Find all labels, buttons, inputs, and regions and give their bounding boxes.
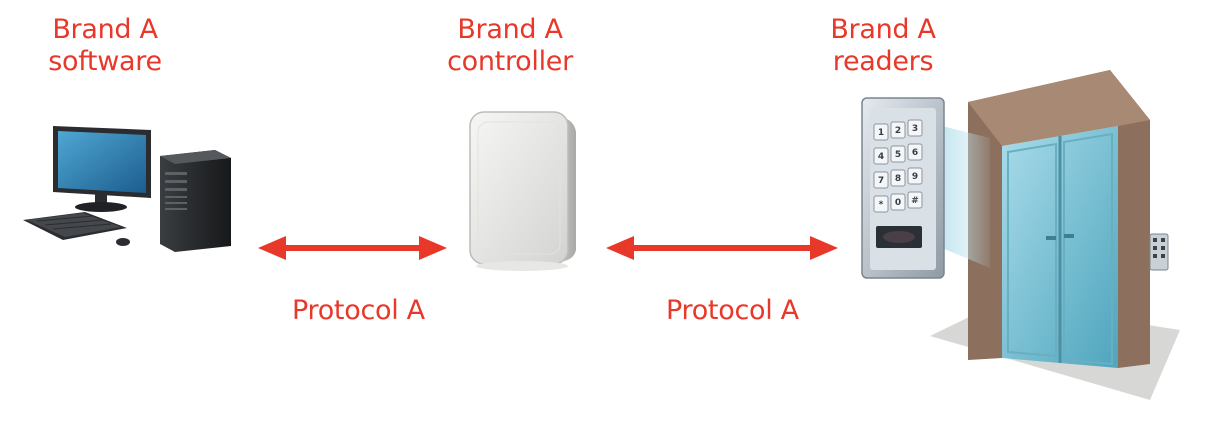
keypad-reader-door-icon: 1 2 3 4 5 6 7 8 9 * 0 # <box>861 70 1180 400</box>
controller-box-icon <box>469 111 576 271</box>
keypad-key-label: 2 <box>895 126 901 136</box>
readers-label-line2: readers <box>832 46 934 77</box>
keypad-key-label: 6 <box>912 148 918 158</box>
keypad-key-label: 7 <box>878 176 884 186</box>
keypad-keys <box>873 119 923 213</box>
keypad-key-label: 4 <box>878 152 884 162</box>
controller-label-line2: controller <box>447 46 573 77</box>
keypad-key-label: 8 <box>895 174 901 184</box>
readers-label: Brand A readers <box>808 14 958 78</box>
software-label-line1: Brand A <box>52 14 158 45</box>
keypad-key-label: 9 <box>912 172 918 182</box>
desktop-computer-icon <box>23 126 231 252</box>
double-arrow-icon <box>606 236 838 260</box>
keypad-key-label: 3 <box>912 124 918 134</box>
software-label: Brand A software <box>30 14 180 78</box>
readers-label-line1: Brand A <box>830 14 936 45</box>
keypad-key-label: * <box>879 200 884 210</box>
keypad-key-label: # <box>911 196 919 206</box>
controller-label-line1: Brand A <box>457 14 563 45</box>
double-arrow-icon <box>258 236 447 260</box>
keypad-key-label: 5 <box>895 150 901 160</box>
controller-label: Brand A controller <box>435 14 585 78</box>
protocol-label-right: Protocol A <box>666 295 799 326</box>
keypad-key-label: 1 <box>878 128 884 138</box>
software-label-line2: software <box>48 46 162 77</box>
keypad-key-label: 0 <box>895 198 901 208</box>
protocol-label-left: Protocol A <box>292 295 425 326</box>
